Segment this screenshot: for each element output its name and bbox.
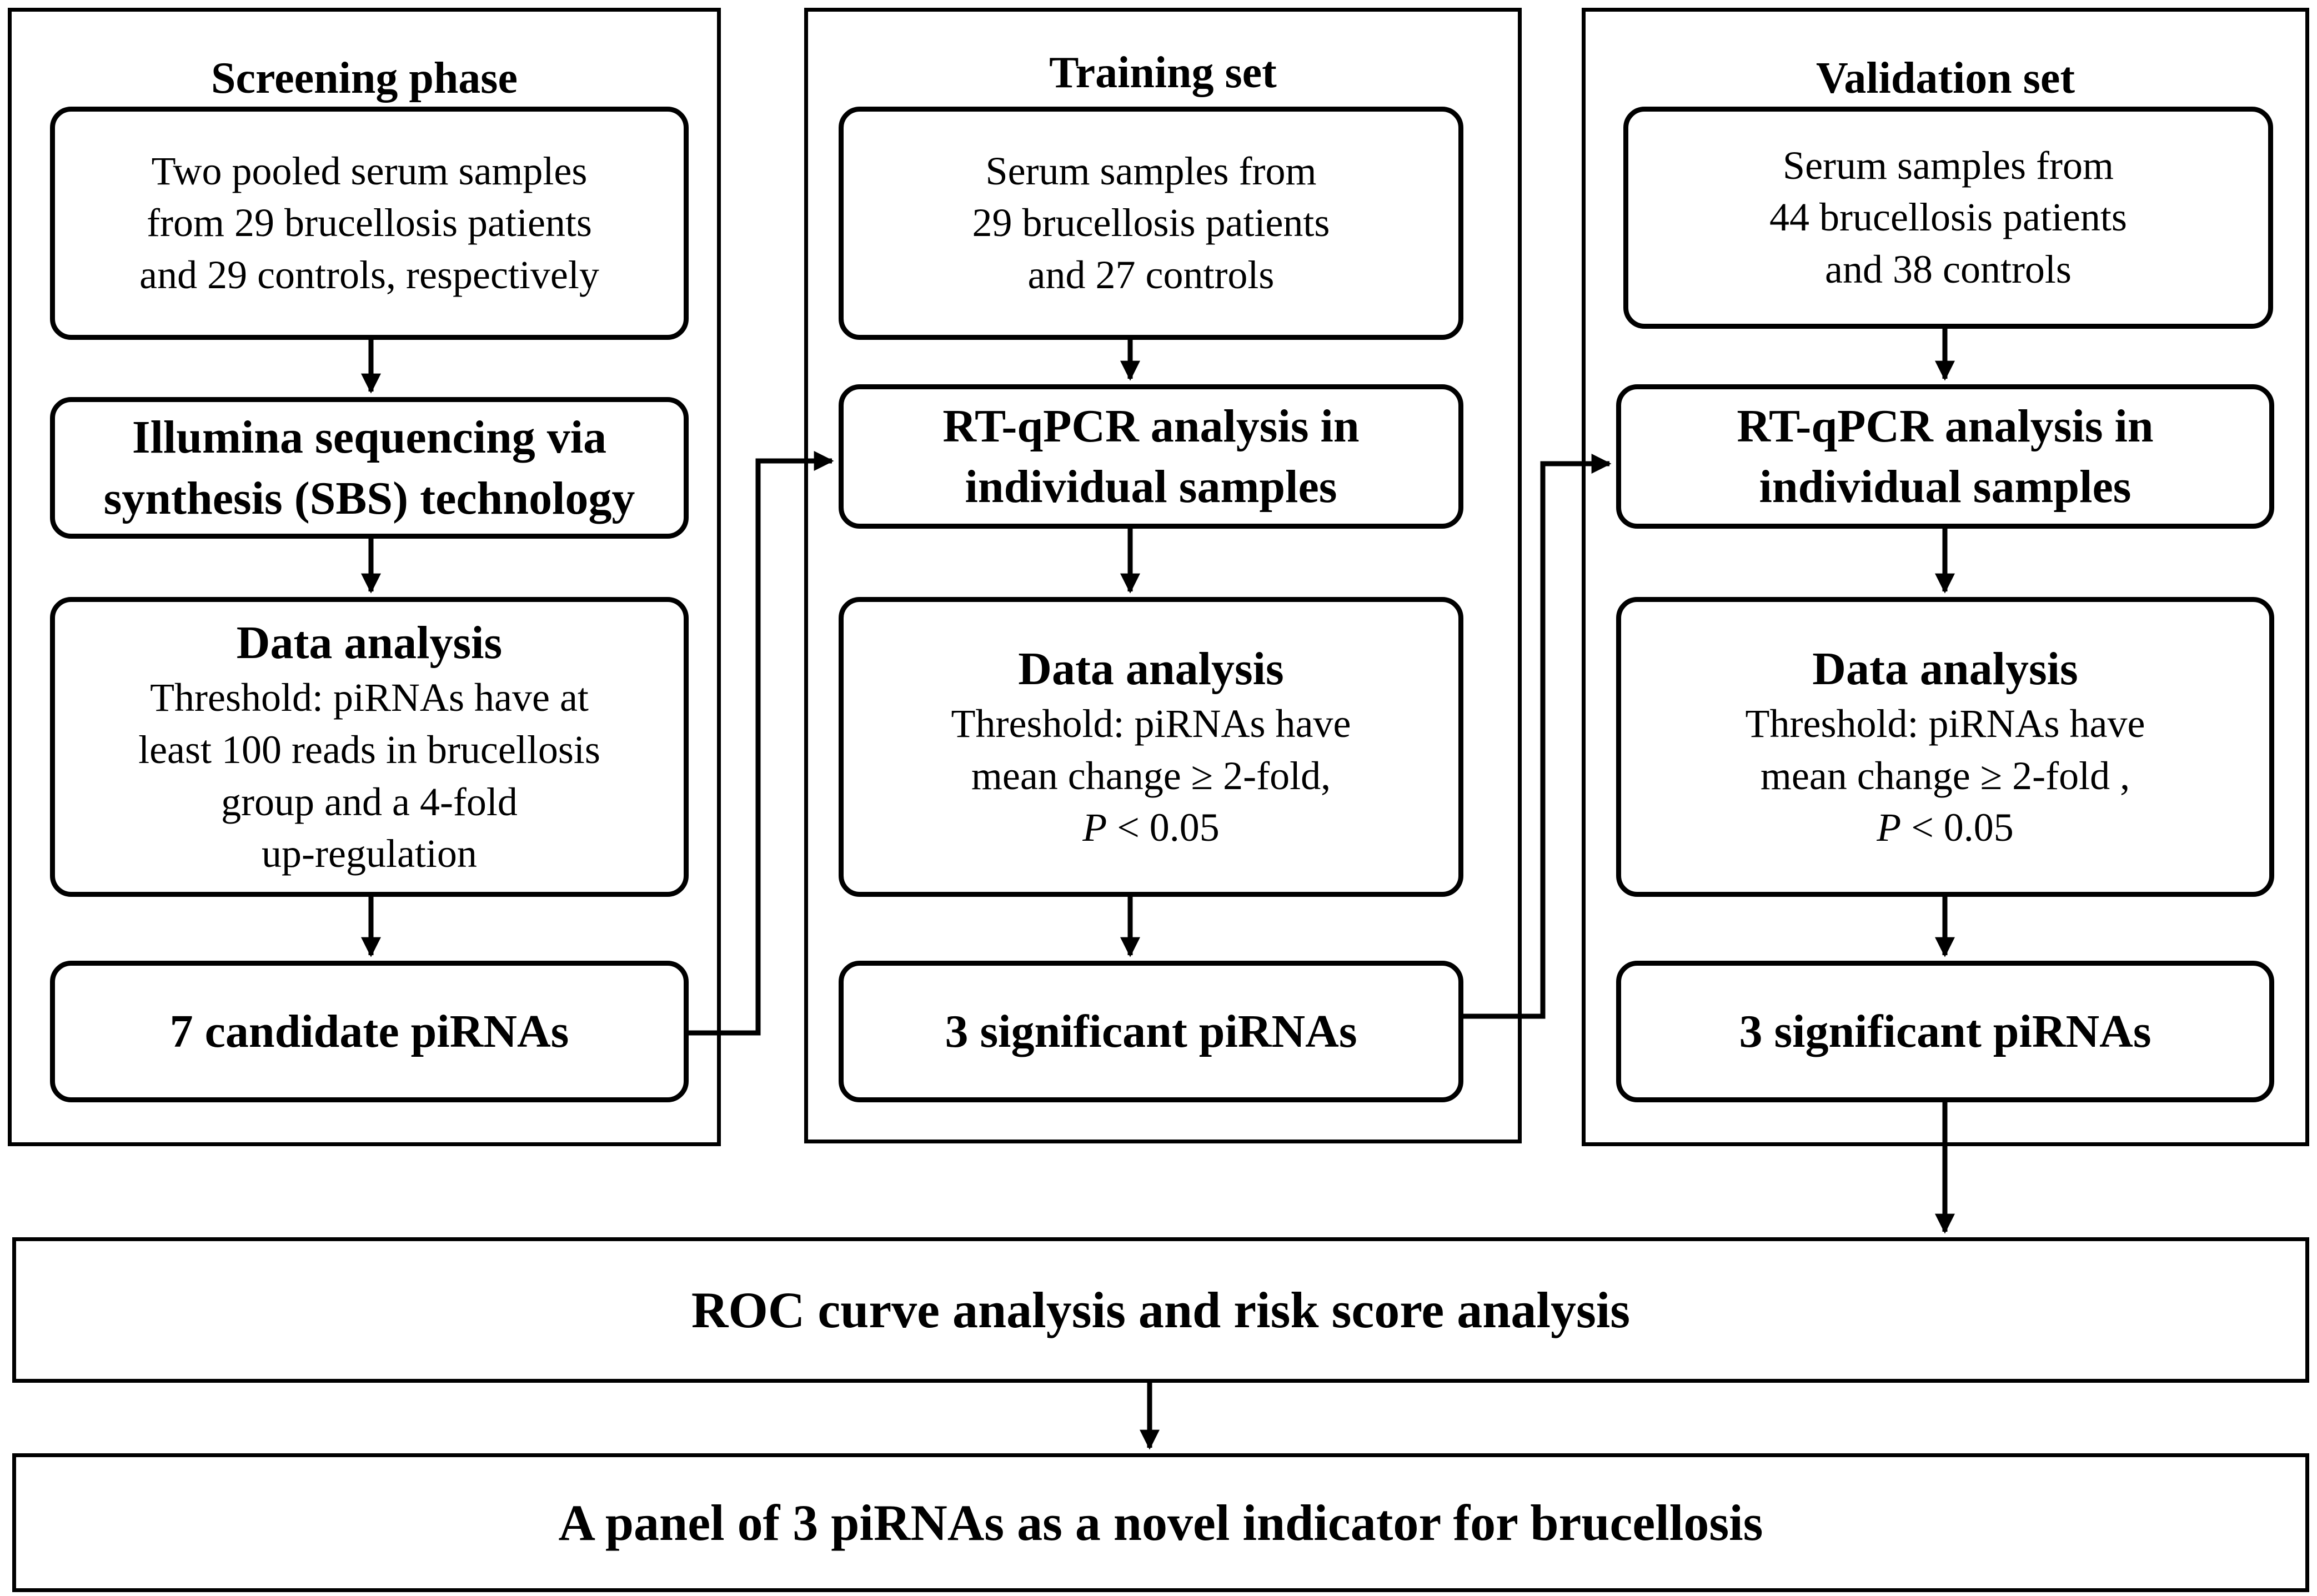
validation-rtqpcr-box: RT-qPCR analysis in individual samples [1616,384,2274,529]
training-samples-line-2: 29 brucellosis patients [972,200,1330,245]
validation-threshold-line-2: mean change ≥ 2-fold , [1760,753,2130,798]
validation-set-title: Validation set [1816,54,2075,103]
training-p-threshold: < 0.05 [1107,805,1220,850]
training-rtqpcr-line-2: individual samples [965,461,1337,513]
screening-samples-line-3: and 29 controls, respectively [139,252,599,297]
training-p-value: P < 0.05 [1082,802,1220,854]
training-threshold-line-2: mean change ≥ 2-fold, [971,753,1331,798]
training-rtqpcr-line-1: RT-qPCR analysis in [942,400,1360,452]
training-data-analysis-heading: Data analysis [1018,643,1284,695]
training-threshold-line-1: Threshold: piRNAs have [951,701,1351,746]
screening-data-analysis-heading: Data analysis [236,617,503,669]
training-rtqpcr-box: RT-qPCR analysis in individual samples [839,384,1463,529]
validation-significant-pirnas-box: 3 significant piRNAs [1616,961,2274,1102]
validation-samples-line-1: Serum samples from [1783,143,2114,188]
roc-analysis-label: ROC curve analysis and risk score analys… [691,1282,1631,1338]
validation-data-analysis-heading: Data analysis [1812,643,2078,695]
validation-p-value: P < 0.05 [1877,802,2014,854]
validation-p-threshold: < 0.05 [1901,805,2014,850]
screening-phase-title: Screening phase [211,54,518,103]
screening-data-analysis-box: Data analysis Threshold: piRNAs have at … [50,597,689,897]
screening-samples-line-2: from 29 brucellosis patients [147,200,592,245]
screening-samples-box: Two pooled serum samples from 29 brucell… [50,107,689,340]
pirna-panel-box: A panel of 3 piRNAs as a novel indicator… [12,1453,2309,1592]
validation-data-analysis-box: Data analysis Threshold: piRNAs have mea… [1616,597,2274,897]
validation-significant-pirnas-label: 3 significant piRNAs [1739,1005,2152,1057]
candidate-pirnas-label: 7 candidate piRNAs [169,1005,569,1057]
illumina-line-1: Illumina sequencing via [132,411,607,464]
training-set-title: Training set [1049,48,1277,97]
validation-samples-line-3: and 38 controls [1825,247,2072,292]
training-samples-line-3: and 27 controls [1027,252,1275,297]
validation-samples-box: Serum samples from 44 brucellosis patien… [1623,107,2273,329]
training-samples-box: Serum samples from 29 brucellosis patien… [839,107,1463,340]
screening-threshold-line-4: up-regulation [262,831,477,876]
candidate-pirnas-box: 7 candidate piRNAs [50,961,689,1102]
training-significant-pirnas-label: 3 significant piRNAs [945,1005,1357,1057]
training-data-analysis-box: Data analysis Threshold: piRNAs have mea… [839,597,1463,897]
screening-threshold-line-2: least 100 reads in brucellosis [138,727,600,772]
validation-p-symbol: P [1877,805,1902,850]
validation-rtqpcr-line-1: RT-qPCR analysis in [1737,400,2154,452]
screening-threshold-line-1: Threshold: piRNAs have at [150,675,589,720]
screening-threshold-line-3: group and a 4-fold [221,779,518,824]
illumina-line-2: synthesis (SBS) technology [103,472,635,524]
arrow-screening-to-training [689,451,834,1036]
validation-threshold-line-1: Threshold: piRNAs have [1745,701,2145,746]
illumina-sequencing-box: Illumina sequencing via synthesis (SBS) … [50,397,689,539]
pirna-panel-label: A panel of 3 piRNAs as a novel indicator… [558,1494,1763,1551]
validation-rtqpcr-line-2: individual samples [1759,461,2132,513]
training-samples-line-1: Serum samples from [985,148,1317,193]
screening-samples-line-1: Two pooled serum samples [151,148,588,193]
arrow-training-to-validation [1463,454,1612,1019]
validation-samples-line-2: 44 brucellosis patients [1769,195,2127,240]
training-significant-pirnas-box: 3 significant piRNAs [839,961,1463,1102]
roc-analysis-box: ROC curve analysis and risk score analys… [12,1237,2309,1383]
training-p-symbol: P [1082,805,1107,850]
